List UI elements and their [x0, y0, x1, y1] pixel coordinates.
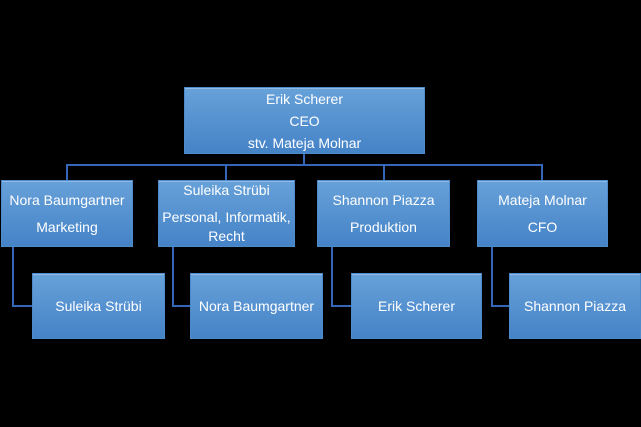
node-unit: Produktion — [350, 218, 417, 235]
org-node-report-3[interactable]: Erik Scherer — [351, 273, 482, 339]
node-name: Suleika Strübi — [183, 182, 270, 198]
org-node-cfo[interactable]: Mateja Molnar CFO — [477, 180, 608, 247]
org-node-ceo[interactable]: Erik Scherer CEO stv. Mateja Molnar — [184, 87, 425, 154]
connector-elbow-v-4 — [491, 247, 493, 307]
node-name: Nora Baumgartner — [198, 297, 315, 314]
org-node-report-2[interactable]: Nora Baumgartner — [190, 273, 323, 339]
node-name: Nora Baumgartner — [9, 191, 125, 208]
connector-elbow-v-3 — [331, 247, 333, 307]
node-unit: CFO — [527, 218, 558, 235]
ceo-title: CEO — [289, 112, 320, 129]
connector-drop-1 — [66, 164, 68, 180]
connector-drop-4 — [541, 164, 543, 180]
node-name: Shannon Piazza — [524, 297, 626, 314]
node-unit: Personal, Informatik, Recht — [162, 209, 291, 244]
node-name: Shannon Piazza — [332, 191, 435, 208]
node-name: Erik Scherer — [377, 297, 456, 314]
connector-elbow-v-2 — [172, 247, 174, 307]
node-unit: Marketing — [36, 218, 98, 235]
org-node-report-1[interactable]: Suleika Strübi — [32, 273, 165, 339]
connector-elbow-v-1 — [12, 247, 14, 307]
ceo-name: Erik Scherer — [265, 90, 344, 107]
connector-elbow-h-2 — [172, 305, 190, 307]
connector-elbow-h-1 — [12, 305, 32, 307]
connector-drop-3 — [383, 164, 385, 180]
connector-elbow-h-3 — [331, 305, 351, 307]
org-node-produktion[interactable]: Shannon Piazza Produktion — [317, 180, 450, 247]
connector-rail — [66, 164, 543, 166]
org-node-marketing[interactable]: Nora Baumgartner Marketing — [1, 180, 133, 247]
org-node-personal-informatik-recht[interactable]: Suleika Strübi Personal, Informatik, Rec… — [158, 180, 295, 247]
connector-ceo-stem — [303, 154, 305, 166]
node-name: Suleika Strübi — [55, 297, 142, 314]
org-node-report-4[interactable]: Shannon Piazza — [509, 273, 641, 339]
connector-drop-2 — [225, 164, 227, 180]
node-name: Mateja Molnar — [498, 191, 587, 208]
ceo-deputy: stv. Mateja Molnar — [247, 134, 362, 151]
connector-elbow-h-4 — [491, 305, 509, 307]
